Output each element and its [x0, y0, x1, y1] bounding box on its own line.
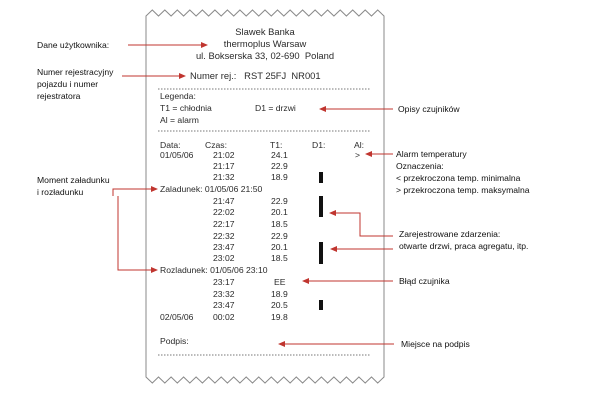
annotation-alarm-line: < przekroczona temp. minimalna	[396, 173, 521, 183]
annotation-events-line: otwarte drzwi, praca agregatu, itp.	[399, 241, 529, 251]
legend-d1: D1 = drzwi	[255, 103, 296, 113]
annotation-signature-place: Miejsce na podpis	[401, 339, 470, 349]
cell-time: 21:47	[213, 196, 235, 206]
cell-time: 23:47	[213, 300, 235, 310]
door-open-bar	[319, 300, 323, 310]
cell-t1: 20.5	[271, 300, 288, 310]
arrow-event-loading	[329, 210, 393, 237]
annotation-reg-number-line: pojazdu i numer	[37, 79, 99, 89]
annotation-alarm-line: Oznaczenia:	[396, 161, 444, 171]
user-name: Slawek Banka	[235, 26, 295, 37]
annotation-reg-number-line: Numer rejestracyjny	[37, 67, 114, 77]
registration-number: Numer rej.: RST 25FJ NR001	[190, 70, 321, 81]
annotation-load-moment-line: Moment załadunku	[37, 175, 110, 185]
annotation-user-data: Dane użytkownika:	[37, 40, 110, 50]
annotation-alarm-line: Alarm temperatury	[396, 149, 467, 159]
arrow-unloading	[117, 196, 158, 273]
cell-t1: 24.1	[271, 150, 288, 160]
loading-event: Zaladunek: 01/05/06 21:50	[160, 184, 263, 194]
cell-time: 23:17	[213, 277, 235, 287]
cell-t1: 22.9	[271, 231, 288, 241]
cell-t1: 18.5	[271, 253, 288, 263]
cell-t1: 19.8	[271, 312, 288, 322]
cell-time: 22:32	[213, 231, 235, 241]
arrow-loading	[112, 186, 158, 196]
cell-time: 21:32	[213, 172, 235, 182]
cell-t1: 22.9	[271, 161, 288, 171]
annotation-sensor-error: Błąd czujnika	[399, 276, 450, 286]
annotation-events-line: Zarejestrowane zdarzenia:	[399, 229, 501, 239]
company-address: ul. Bokserska 33, 02-690 Poland	[195, 50, 335, 61]
cell-time: 23:32	[213, 289, 235, 299]
annotation-load-moment-line: i rozładunku	[37, 187, 84, 197]
cell-time: 22:17	[213, 219, 235, 229]
annotation-reg-number-line: rejestratora	[37, 91, 81, 101]
header-time: Czas:	[205, 140, 227, 150]
door-open-bar	[319, 242, 323, 264]
cell-t1: 18.5	[271, 219, 288, 229]
cell-t1: 22.9	[271, 196, 288, 206]
cell-time: 23:47	[213, 242, 235, 252]
receipt-outline	[145, 9, 385, 384]
cell-time: 00:02	[213, 312, 235, 322]
annotation-alarm-line: > przekroczona temp. maksymalna	[396, 185, 530, 195]
cell-time: 21:02	[213, 150, 235, 160]
header-date: Data:	[160, 140, 181, 150]
cell-t1: 18.9	[271, 289, 288, 299]
legend-al: Al = alarm	[160, 115, 199, 125]
legend-t1: T1 = chłodnia	[160, 103, 212, 113]
header-d1: D1:	[312, 140, 326, 150]
door-open-bar	[319, 196, 323, 217]
annotation-sensor-desc: Opisy czujników	[398, 104, 460, 114]
cell-t1: 18.9	[271, 172, 288, 182]
cell-time: 23:02	[213, 253, 235, 263]
header-t1: T1:	[270, 140, 283, 150]
cell-t1: 20.1	[271, 242, 288, 252]
cell-date: 01/05/06	[160, 150, 194, 160]
signature-label: Podpis:	[160, 336, 189, 346]
cell-time: 22:02	[213, 207, 235, 217]
cell-alarm: >	[355, 150, 361, 160]
unloading-event: Rozladunek: 01/05/06 23:10	[160, 265, 268, 275]
cell-t1: 20.1	[271, 207, 288, 217]
company-name: thermoplus Warsaw	[223, 38, 307, 49]
door-open-bar	[319, 172, 323, 183]
cell-time: 21:17	[213, 161, 235, 171]
legend-title: Legenda:	[160, 91, 196, 101]
cell-date: 02/05/06	[160, 312, 194, 322]
header-al: Al:	[354, 140, 365, 150]
cell-t1-error: EE	[274, 277, 286, 287]
